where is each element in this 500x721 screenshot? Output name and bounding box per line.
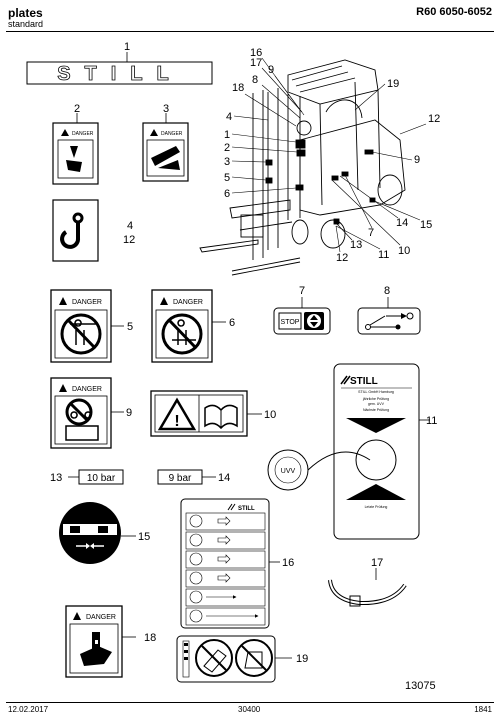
plate-11-inspection: STILL STILL GmbH Hamburg jährliche Prüfu… <box>267 363 437 540</box>
forklift-illustration <box>199 59 406 276</box>
callout-13b: 13 <box>350 239 362 251</box>
callout-14b: 14 <box>396 217 408 229</box>
callout-11b: 11 <box>378 249 389 261</box>
svg-text:DANGER: DANGER <box>86 614 116 621</box>
callout-19: 19 <box>296 653 308 665</box>
callout-12c: 12 <box>336 252 348 264</box>
svg-text:gem. UVV: gem. UVV <box>368 402 385 406</box>
callout-3: 3 <box>163 103 169 115</box>
callout-15b: 15 <box>420 219 432 231</box>
forklift-callouts: 16 17 9 8 18 19 4 12 1 2 3 9 5 6 14 15 7… <box>224 47 440 264</box>
svg-text:Nächste Prüfung: Nächste Prüfung <box>363 408 389 412</box>
callout-7b: 7 <box>368 227 374 239</box>
callout-17: 17 <box>250 57 262 69</box>
callout-1: 1 <box>124 41 130 53</box>
header-rule <box>6 31 494 32</box>
footer-doc-number: 30400 <box>238 705 261 714</box>
callout-18a: 18 <box>232 82 244 94</box>
callout-18: 18 <box>144 632 156 644</box>
callout-5b: 5 <box>224 172 230 184</box>
plate-19-tip-over: 19 <box>176 635 308 683</box>
callout-3b: 3 <box>224 156 230 168</box>
plate-1-still-lettering: STILL 1 <box>26 41 213 85</box>
page-subtitle: standard <box>8 19 44 29</box>
callout-19a: 19 <box>387 78 399 90</box>
plate-6-danger-operator: DANGER 6 <box>151 289 235 363</box>
svg-text:UVV: UVV <box>281 468 296 475</box>
callout-2b: 2 <box>224 142 230 154</box>
callout-13: 13 <box>50 472 62 484</box>
callout-15: 15 <box>138 531 150 543</box>
callout-2: 2 <box>74 103 80 115</box>
callout-10: 10 <box>264 409 276 421</box>
plate-10-read-manual: ! 10 <box>150 390 276 437</box>
callout-16: 16 <box>282 557 294 569</box>
footer-date: 12.02.2017 <box>8 705 49 714</box>
svg-text:STILL: STILL <box>238 506 255 512</box>
plate-4-hook: 4 12 <box>52 199 135 262</box>
plate-9-danger-passenger: DANGER 9 <box>50 377 132 449</box>
plate-13-pressure-10bar: 10 bar 13 <box>50 469 124 485</box>
svg-text:DANGER: DANGER <box>72 131 94 137</box>
svg-text:9 bar: 9 bar <box>169 473 192 484</box>
plate-18-danger-fork: DANGER 18 <box>65 605 156 678</box>
footer-rule <box>6 702 494 703</box>
callout-6: 6 <box>229 317 235 329</box>
part-17-cable-tie: 17 <box>328 557 407 607</box>
callout-9: 9 <box>126 407 132 419</box>
callout-12a: 12 <box>123 234 135 246</box>
drawing-number: 13075 <box>405 680 436 692</box>
callout-17: 17 <box>371 557 383 569</box>
callout-10b: 10 <box>398 245 410 257</box>
callout-8: 8 <box>384 285 390 297</box>
callout-9b: 9 <box>414 154 420 166</box>
svg-text:DANGER: DANGER <box>161 131 183 137</box>
svg-text:STOP: STOP <box>281 319 300 326</box>
callout-4b: 4 <box>226 111 232 123</box>
svg-text:DANGER: DANGER <box>72 299 102 306</box>
callout-7: 7 <box>299 285 305 297</box>
plate-15-seat-belt: 15 <box>59 502 150 564</box>
callout-6b: 6 <box>224 188 230 200</box>
plate-3-danger-mast: DANGER 3 <box>142 103 189 182</box>
callout-12b: 12 <box>428 113 440 125</box>
callout-8a: 8 <box>252 74 258 86</box>
svg-text:STILL GmbH Hamburg: STILL GmbH Hamburg <box>358 390 394 394</box>
svg-text:jährliche Prüfung: jährliche Prüfung <box>362 397 389 401</box>
footer-page-number: 1841 <box>474 705 492 714</box>
callout-14: 14 <box>218 472 230 484</box>
plate-2-danger-crush: DANGER 2 <box>52 103 99 185</box>
svg-text:DANGER: DANGER <box>173 299 203 306</box>
svg-text:STILL: STILL <box>350 376 378 387</box>
model-range: R60 6050-6052 <box>416 6 492 18</box>
svg-text:STILL: STILL <box>57 63 183 85</box>
plate-14-pressure-9bar: 9 bar 14 <box>157 469 230 485</box>
callout-4a: 4 <box>127 220 133 232</box>
plate-7-stop: STOP 7 <box>273 285 331 335</box>
callout-1b: 1 <box>224 129 230 141</box>
svg-text:10 bar: 10 bar <box>87 473 116 484</box>
plate-16-lever-functions: STILL 16 <box>180 498 294 629</box>
callout-5: 5 <box>127 321 133 333</box>
svg-text:Letzte Prüfung: Letzte Prüfung <box>365 505 388 509</box>
page-title: plates <box>8 6 43 20</box>
callout-16: 16 <box>250 47 262 59</box>
svg-text:!: ! <box>174 413 179 430</box>
plate-8-mechanism: 8 <box>357 285 421 335</box>
svg-text:DANGER: DANGER <box>72 386 102 393</box>
plate-5-danger-operator: DANGER 5 <box>50 289 133 363</box>
callout-11: 11 <box>426 415 437 427</box>
